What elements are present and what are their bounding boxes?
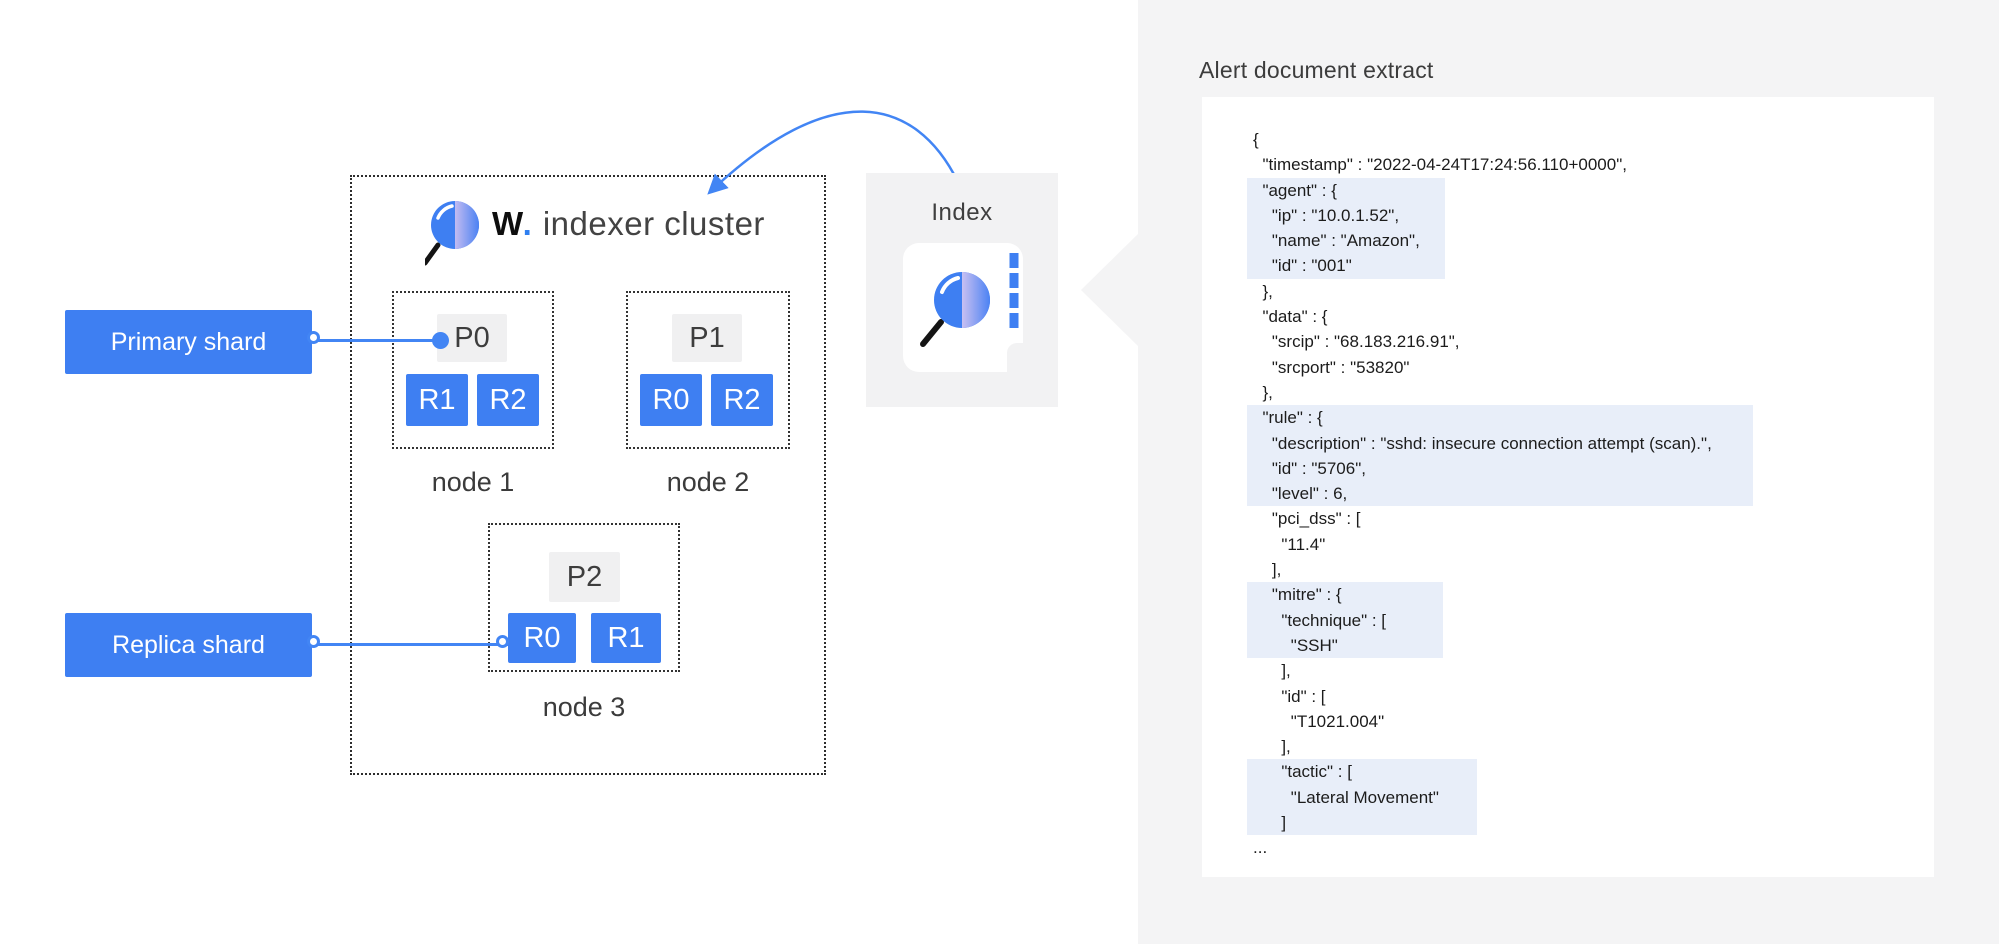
magnifier-icon <box>920 253 1019 347</box>
panel-heading: Alert document extract <box>1199 57 1434 83</box>
json-document: { "timestamp" : "2022-04-24T17:24:56.110… <box>1247 127 1753 861</box>
brand-dot: . <box>522 205 532 242</box>
brand-letter: W <box>492 205 523 242</box>
json-line: "pci_dss" : [ <box>1253 509 1361 529</box>
json-line: "rule" : { <box>1247 405 1753 431</box>
json-line: "description" : "sshd: insecure connecti… <box>1247 430 1753 457</box>
json-line: "SSH" <box>1247 632 1712 659</box>
document-card: { "timestamp" : "2022-04-24T17:24:56.110… <box>1202 97 1934 877</box>
json-line: { <box>1253 130 1259 149</box>
json-line: "timestamp" : "2022-04-24T17:24:56.110+0… <box>1253 155 1627 175</box>
json-line: "id" : "001" <box>1247 253 1712 280</box>
json-line: "Lateral Movement" <box>1247 784 1712 811</box>
index-document-notch <box>1007 343 1025 374</box>
primary-shard-chip: P1 <box>672 314 742 362</box>
json-line: "srcip" : "68.183.216.91", <box>1253 332 1460 352</box>
json-line: "tactic" : [ <box>1247 759 1712 786</box>
primary-shard-label: Primary shard <box>65 310 312 374</box>
json-line: "technique" : [ <box>1247 607 1712 634</box>
node-2-box: P1 R0 R2 <box>626 291 790 449</box>
node-3-box: P2 R0 R1 <box>488 523 680 672</box>
replica-shard-chip: R1 <box>406 374 468 426</box>
primary-connector-line <box>312 339 442 342</box>
json-line: ], <box>1253 560 1282 580</box>
replica-shard-chip: R0 <box>508 613 576 663</box>
primary-shard-chip: P2 <box>549 552 620 602</box>
replica-shard-chip: R2 <box>711 374 773 426</box>
curved-arrow-icon <box>707 110 960 195</box>
json-line: "id" : "5706", <box>1247 455 1753 482</box>
json-line: ... <box>1253 838 1268 858</box>
json-line: "11.4" <box>1253 534 1326 554</box>
json-line: }, <box>1253 382 1273 402</box>
json-line: ], <box>1253 737 1291 757</box>
replica-shard-chip: R1 <box>591 613 661 663</box>
primary-connector-open-circle <box>307 331 320 344</box>
json-line: "level" : 6, <box>1247 481 1753 507</box>
json-line: "name" : "Amazon", <box>1247 228 1712 254</box>
cluster-title: W. indexer cluster <box>492 205 765 243</box>
node-label: node 2 <box>666 467 750 497</box>
json-line: ], <box>1253 661 1291 681</box>
indexer-cluster-box <box>350 175 826 775</box>
json-line: "T1021.004" <box>1253 711 1385 731</box>
index-box: Index <box>866 173 1058 407</box>
magnifier-icon <box>425 201 479 266</box>
index-label: Index <box>931 199 993 226</box>
json-line: "mitre" : { <box>1247 582 1712 608</box>
node-label: node 3 <box>542 692 626 722</box>
panel-pointer-triangle <box>1081 233 1139 347</box>
json-line: "ip" : "10.0.1.52", <box>1247 202 1712 229</box>
json-line: "srcport" : "53820" <box>1253 357 1410 377</box>
json-line: "data" : { <box>1253 307 1328 327</box>
json-line: }, <box>1253 281 1273 301</box>
replica-connector-line <box>312 643 508 646</box>
replica-connector-open-circle <box>496 635 509 648</box>
primary-connector-dot <box>432 332 449 349</box>
json-line: "agent" : { <box>1247 177 1712 204</box>
replica-shard-chip: R2 <box>477 374 539 426</box>
node-1-box: P0 R1 R2 <box>392 291 554 449</box>
replica-shard-chip: R0 <box>640 374 702 426</box>
cluster-title-text: indexer cluster <box>542 205 765 242</box>
replica-shard-label: Replica shard <box>65 613 312 677</box>
json-line: "id" : [ <box>1253 686 1326 706</box>
json-line: ] <box>1247 810 1712 836</box>
node-label: node 1 <box>431 467 515 497</box>
replica-connector-open-circle <box>307 635 320 648</box>
